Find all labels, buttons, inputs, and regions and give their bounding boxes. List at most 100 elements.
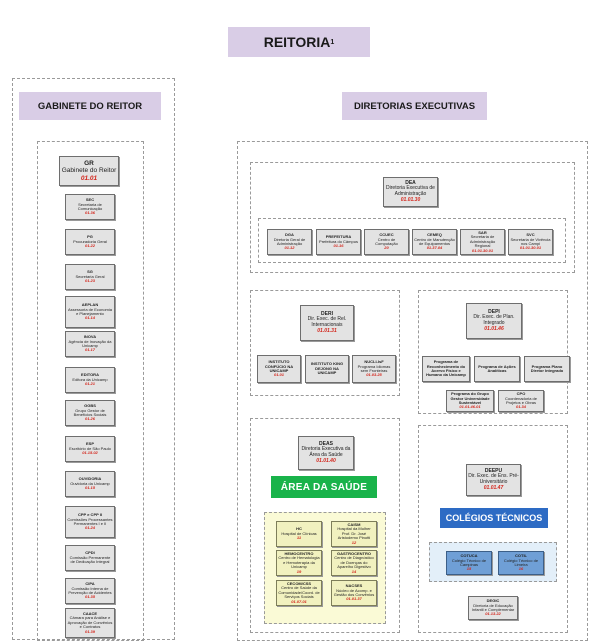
deri-code: 01.01.31 xyxy=(317,327,337,334)
deepu-zone xyxy=(418,425,568,633)
deri-box[interactable]: DERI Dir. Exec. de Rel. Internacionais 0… xyxy=(300,305,354,341)
dea-code: 01.01.30 xyxy=(400,196,421,203)
saude-item-abbr: CECOM/CSS xyxy=(286,580,312,586)
gabinete-header: GABINETE DO REITOR xyxy=(19,92,161,120)
gabinete-item-code: 01.35 xyxy=(84,594,95,600)
deas-code: 01.01.40 xyxy=(316,457,336,464)
gabinete-item-name: Ouvidoria da Unicamp xyxy=(70,480,110,486)
saude-item-name: Centro de Diagnóstico de Doenças do Apar… xyxy=(334,555,374,570)
gabinete-item-name: Comissões Processantes Permanentes I e I… xyxy=(67,516,113,526)
gabinete-item-code: 01.21 xyxy=(84,381,95,387)
depi-abbr: DEPI xyxy=(488,308,500,315)
deepu-box[interactable]: DEEPU Dir. Exec. de Ens. Pré-Universitár… xyxy=(466,464,521,496)
degic-code: 01.13.22 xyxy=(485,611,501,617)
gr-code: 01.01 xyxy=(80,174,98,182)
depi-item-abbr: Programa do Grupo Gestor Universidade Su… xyxy=(450,391,490,405)
dea-box[interactable]: DEA Diretoria Executiva de Administração… xyxy=(383,177,438,207)
depi-box[interactable]: DEPI Dir. Exec. de Plan. Integrado 01.01… xyxy=(466,303,522,339)
deri-item-code: 01.01 xyxy=(273,372,284,378)
gabinete-item-name: Escritório de São Paulo xyxy=(69,445,111,451)
diretorias-header: DIRETORIAS EXECUTIVAS xyxy=(342,92,487,120)
deri-name: Dir. Exec. de Rel. Internacionais xyxy=(307,316,347,328)
dea-item-code: 01.37.04 xyxy=(426,245,443,251)
gabinete-item-code: 01.17 xyxy=(84,347,95,353)
saude-item-abbr: HC xyxy=(296,526,302,532)
depi-name: Dir. Exec. de Plan. Integrado xyxy=(473,314,515,326)
depi-item[interactable]: Programa de Reconhecimento do Acervo Fís… xyxy=(422,356,470,382)
depi-zone xyxy=(418,290,568,414)
deas-abbr: DEAS xyxy=(319,440,333,447)
deri-item-abbr: INSTITUTO CONFÚCIO NA UNICAMP xyxy=(264,359,294,373)
dea-item-name: Prefeitura do Câmpus xyxy=(319,238,358,244)
gabinete-item-abbr: INOVA xyxy=(83,334,97,340)
dea-item-abbr: DGA xyxy=(285,232,294,238)
dea-zone xyxy=(250,162,575,273)
colegios-tecnicos-label: COLÉGIOS TÉCNICOS xyxy=(445,513,543,523)
depi-item[interactable]: Programa Plano Diretor Integrado xyxy=(524,356,570,382)
depi-item-abbr: Programa Plano Diretor Integrado xyxy=(530,363,564,373)
reitoria-footnote: 1 xyxy=(330,38,335,46)
saude-item-abbr: HEMOCENTRO xyxy=(284,550,314,556)
gabinete-item-abbr: SG xyxy=(87,269,93,275)
dea-item-abbr: PREFEITURA xyxy=(325,234,352,240)
gabinete-header-text: GABINETE DO REITOR xyxy=(37,100,143,112)
area-saude-bar: ÁREA DA SAÚDE xyxy=(271,476,377,498)
deri-zone xyxy=(250,290,400,396)
saude-item-name: Hospital de Clínicas xyxy=(281,530,317,536)
deri-abbr: DERI xyxy=(321,310,333,317)
dea-item-name: Diretoria Geral de Administração xyxy=(273,236,306,246)
deas-box[interactable]: DEAS Diretoria Executiva da Área da Saúd… xyxy=(298,436,354,470)
deri-item-name: Programa Idiomas sem Fronteiras xyxy=(357,363,391,373)
gabinete-outer-zone xyxy=(12,78,175,640)
depi-item[interactable]: Programa de Ações Analíticas xyxy=(474,356,520,382)
gabinete-inner-zone xyxy=(37,141,144,641)
colegio-item-abbr: COTUCA xyxy=(460,553,478,559)
saude-item-name: Centro de Hematologia e Hemoterapia da U… xyxy=(278,555,320,570)
gabinete-item-code: 01.39 xyxy=(84,628,95,634)
dea-item-code: 01.12 xyxy=(284,245,295,251)
depi-item-code: 01.01.46.01 xyxy=(459,404,481,410)
gabinete-item-code: 01.14 xyxy=(84,315,95,321)
saude-item-name: Hospital da Mulher Prof. Dr. José Aristo… xyxy=(337,526,371,541)
gabinete-item-abbr: EDITORA xyxy=(81,372,99,378)
gr-box[interactable]: GR Gabinete do Reitor 01.01 xyxy=(59,156,119,186)
depi-item-abbr: CPO xyxy=(516,391,526,397)
degic-box[interactable]: DEGIC Diretoria de Educação Infantil e C… xyxy=(468,596,518,620)
colegios-tecnicos-bar: COLÉGIOS TÉCNICOS xyxy=(440,508,548,528)
deri-item[interactable]: INSTITUTO KING DEJONG NA UNICAMP xyxy=(305,355,349,383)
depi-item[interactable]: Programa do Grupo Gestor Universidade Su… xyxy=(446,390,494,412)
deepu-abbr: DEEPU xyxy=(484,467,503,474)
deri-item-abbr: INSTITUTO KING DEJONG NA UNICAMP xyxy=(310,361,344,376)
